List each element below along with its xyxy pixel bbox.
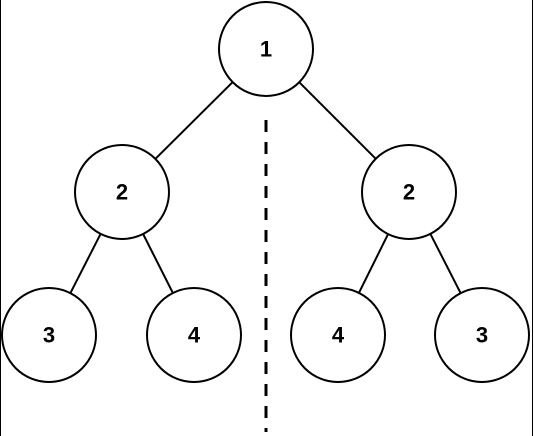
node-right-left-label: 4: [332, 323, 345, 348]
node-right-right-label: 3: [476, 323, 488, 348]
node-left-left-label: 3: [43, 323, 55, 348]
node-left-circle: [74, 144, 170, 240]
node-left-left: 3: [1, 287, 97, 383]
edge-left-left-left: [69, 233, 102, 294]
node-left-right-circle: [146, 287, 242, 383]
edge-left-left-right: [142, 233, 174, 294]
edge-right-right-right: [429, 233, 462, 294]
node-left-label: 2: [116, 180, 128, 205]
node-left-right: 4: [146, 287, 242, 383]
node-right-circle: [361, 144, 457, 240]
node-root-label: 1: [260, 37, 272, 62]
node-right-left: 4: [290, 287, 386, 383]
edge-root-right: [298, 81, 377, 160]
node-left-right-label: 4: [188, 323, 201, 348]
edge-root-left: [154, 81, 234, 160]
node-right-right: 3: [434, 287, 530, 383]
node-left-left-circle: [1, 287, 97, 383]
edge-right-right-left: [358, 233, 389, 294]
tree-edges: [69, 81, 462, 294]
node-root: 1: [218, 1, 314, 97]
node-left: 2: [74, 144, 170, 240]
node-right-right-circle: [434, 287, 530, 383]
tree-nodes: 1 2 2 3 4 4 3: [1, 1, 530, 383]
node-right-label: 2: [403, 180, 415, 205]
node-right: 2: [361, 144, 457, 240]
node-root-circle: [218, 1, 314, 97]
node-right-left-circle: [290, 287, 386, 383]
